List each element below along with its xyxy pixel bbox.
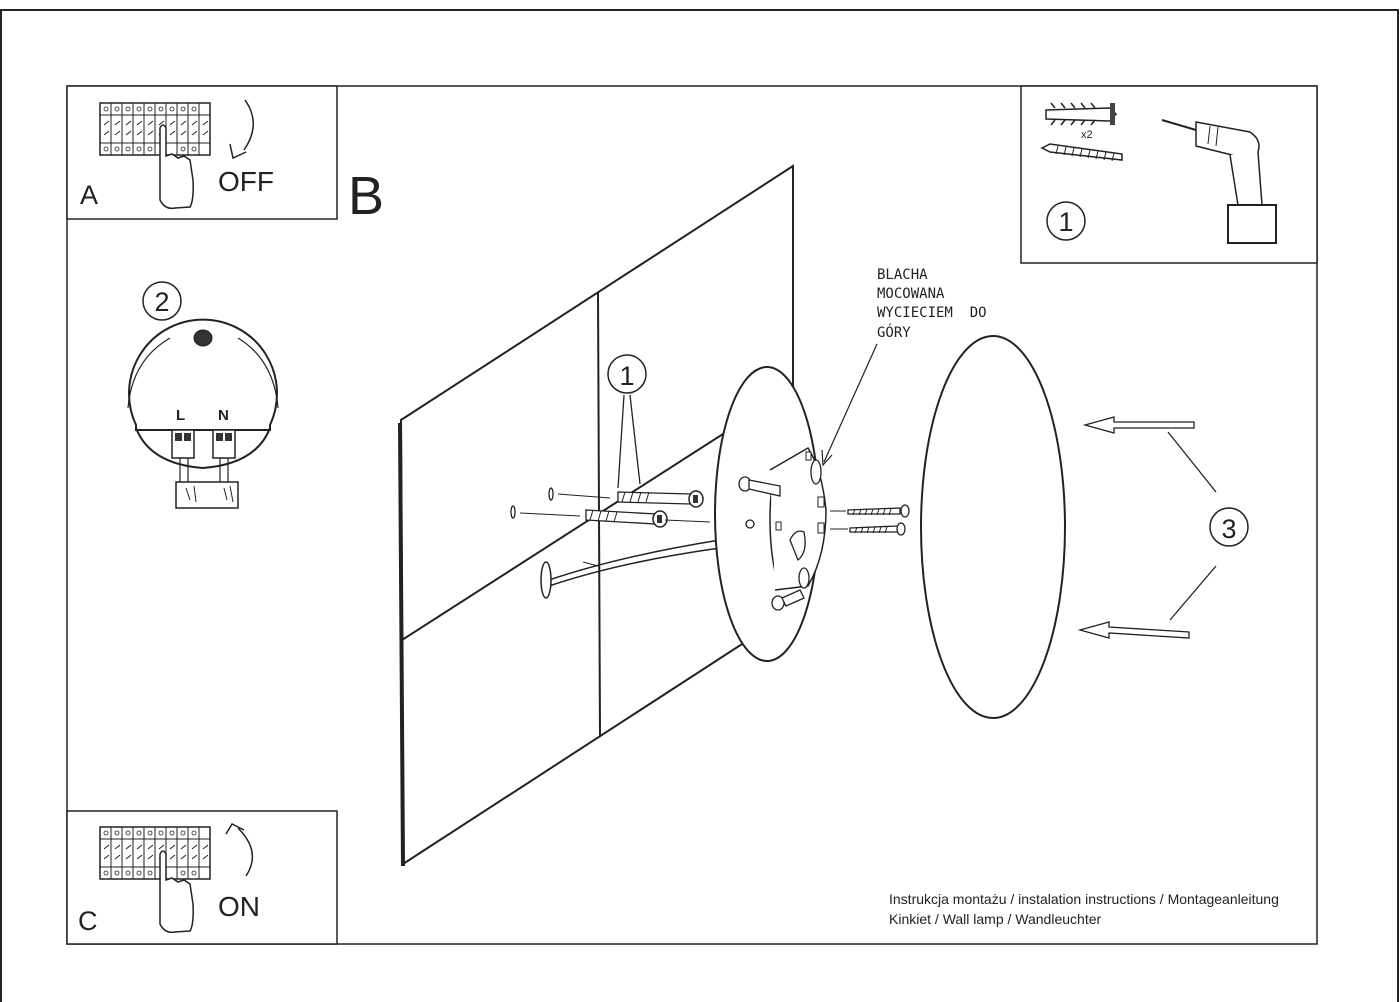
rotate-down-arrow-icon [243,99,254,151]
lamp-shade [920,335,1066,719]
step-1-pointer-lines [617,394,641,489]
plate-note-line-3: WYCIECIEM DO [877,305,987,321]
wall-anchors [510,487,711,528]
screw-icon [1040,143,1123,162]
plate-note-line-4: GÓRY [877,323,911,341]
mounting-plate [714,366,827,662]
fixing-screws [830,504,910,536]
panel-a: A OFF [66,85,338,220]
off-label: OFF [218,166,274,197]
plate-note-line-2: MOCOWANA [877,286,945,302]
plate-note-line-1: BLACHA [877,267,928,283]
terminal-step-number: 2 [154,287,169,317]
terminal-connectors [171,429,236,459]
hand-icon [159,124,194,210]
step-2-circle [142,281,182,321]
panel-a-letter: A [80,180,98,210]
step-1-assembly-circle [607,354,647,394]
main-border [66,85,1318,945]
panel-b-letter: B [348,166,384,226]
page-border [0,9,1399,1002]
breaker-panel-icon [99,826,211,880]
terminal-block-diagram: 2 L N [127,281,279,509]
anchor-quantity: x2 [1081,129,1093,141]
step-3-circle [1209,507,1249,547]
neutral-label: N [218,407,229,424]
insert-arrows [1077,416,1217,639]
arrowhead-icon [229,143,247,160]
drill-icon [1161,119,1277,244]
mounting-plate-lower-arc [135,427,271,470]
breaker-panel-icon [99,102,211,156]
panel-c: C ON [66,810,338,945]
screw-hole-icon [193,329,213,347]
on-label: ON [218,891,260,922]
live-label: L [176,407,185,424]
rotate-up-arrow-icon [237,827,254,877]
caption-line-2: Kinkiet / Wall lamp / Wandleuchter [889,911,1101,927]
plate-note: BLACHA MOCOWANA WYCIECIEM DO GÓRY [877,267,987,341]
note-leader-line [823,343,878,463]
step-1-circle [1046,201,1086,241]
assembly-step-3-number: 3 [1221,514,1236,544]
cable-sheath [175,481,239,509]
wall-plug-icon [1045,102,1118,126]
hand-icon [159,850,194,934]
power-cable [540,539,721,599]
arrowhead-icon [225,823,245,835]
panel-c-letter: C [78,906,98,936]
assembly-step-1-number: 1 [619,361,634,391]
tools-step-number: 1 [1058,207,1073,237]
caption-line-1: Instrukcja montażu / instalation instruc… [889,891,1279,907]
tools-panel: x2 1 [1020,85,1318,264]
